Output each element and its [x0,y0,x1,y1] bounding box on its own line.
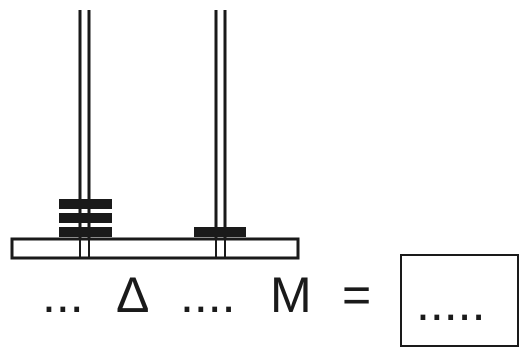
rod-ones [214,10,227,254]
beads-tens [59,199,112,237]
symbol-triangle: Δ [116,267,150,323]
bead-tens [59,199,112,209]
bead-tens [59,213,112,223]
beads-ones [194,227,246,237]
abacus-base [10,237,300,260]
blank-2: .... [180,267,236,323]
equals-sign: = [342,267,372,323]
bead-tens [59,227,112,237]
bead-ones [194,227,246,237]
symbol-m: M [270,267,312,323]
rod-through-base [79,240,226,257]
blank-1: ... [42,267,84,323]
answer-box[interactable]: ..... [400,254,519,347]
answer-blank: ..... [416,275,486,331]
